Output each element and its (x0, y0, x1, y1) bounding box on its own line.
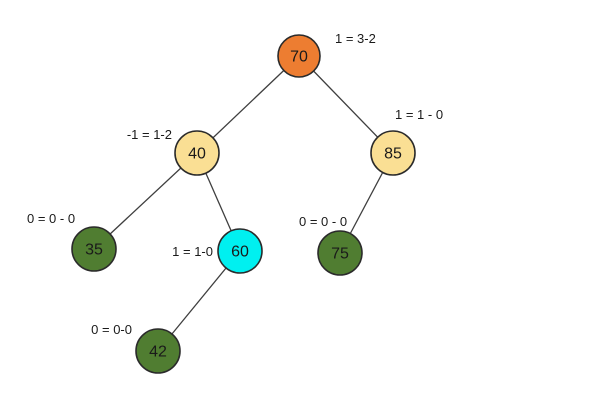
node-circle-75 (317, 230, 363, 276)
node-value-35: 35 (85, 242, 103, 259)
node-value-75: 75 (331, 246, 349, 263)
tree-node-42: 42 0 = 0-0 (91, 322, 181, 374)
balance-label-75: 0 = 0 - 0 (299, 214, 347, 229)
node-circle-35 (71, 226, 117, 272)
balance-label-60: 1 = 1-0 (172, 244, 213, 259)
balance-label-85: 1 = 1 - 0 (395, 107, 443, 122)
tree-node-35: 35 0 = 0 - 0 (27, 211, 117, 272)
balance-label-42: 0 = 0-0 (91, 322, 132, 337)
node-circle-85 (370, 130, 416, 176)
balance-label-40: -1 = 1-2 (127, 127, 172, 142)
tree-node-70: 70 1 = 3-2 (277, 31, 376, 78)
balance-label-35: 0 = 0 - 0 (27, 211, 75, 226)
node-value-60: 60 (231, 244, 249, 261)
tree-node-60: 60 1 = 1-0 (172, 228, 263, 274)
balance-label-70: 1 = 3-2 (335, 31, 376, 46)
node-value-42: 42 (149, 344, 167, 361)
node-circle-60 (217, 228, 263, 274)
node-value-40: 40 (188, 146, 206, 163)
node-circle-42 (135, 328, 181, 374)
node-value-70: 70 (290, 49, 308, 66)
node-circle-40 (174, 130, 220, 176)
tree-edge-40-35 (93, 152, 198, 250)
node-value-85: 85 (384, 146, 402, 163)
node-circle-70 (277, 34, 321, 78)
tree-node-40: 40 -1 = 1-2 (127, 127, 220, 176)
tree-edge-70-40 (196, 55, 300, 154)
tree-node-85: 85 1 = 1 - 0 (370, 107, 443, 176)
tree-node-75: 75 0 = 0 - 0 (299, 214, 363, 276)
